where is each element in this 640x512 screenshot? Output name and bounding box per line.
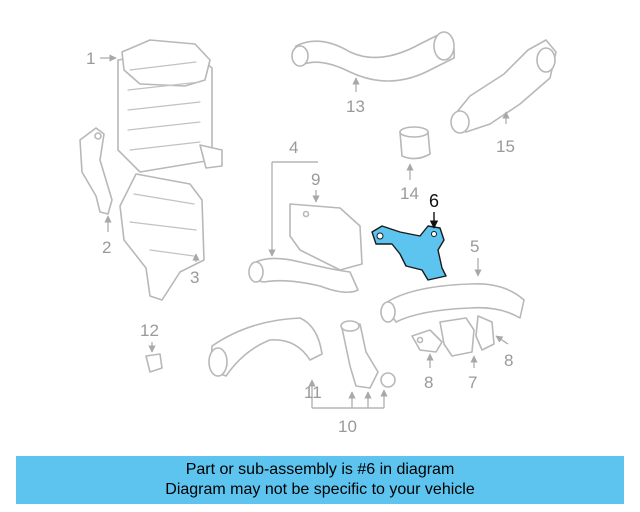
clamp-bracket-part-8b xyxy=(475,315,495,351)
lower-hose-part-4 xyxy=(248,257,359,294)
intercooler-part xyxy=(117,39,223,173)
callout-2: 2 xyxy=(102,238,111,257)
callout-10: 10 xyxy=(338,417,357,436)
callout-5: 5 xyxy=(470,237,479,256)
callout-15: 15 xyxy=(496,137,515,156)
upper-hose-part-13 xyxy=(291,31,456,82)
callout-9: 9 xyxy=(311,170,320,189)
hose-part-5 xyxy=(380,283,525,323)
heat-shield-part-9 xyxy=(289,203,363,271)
callout-11: 11 xyxy=(304,383,322,402)
angled-hose-part-15 xyxy=(450,39,557,134)
callout-6: 6 xyxy=(429,191,439,211)
callout-1: 1 xyxy=(86,49,95,68)
callout-14: 14 xyxy=(400,184,419,203)
banner-line-2: Diagram may not be specific to your vehi… xyxy=(165,481,475,498)
callout-3: 3 xyxy=(190,268,199,287)
clamp-bracket-part-8a xyxy=(411,329,443,353)
parts-diagram: 1 2 3 13 15 14 4 xyxy=(79,31,557,436)
callout-8-left: 8 xyxy=(424,373,433,392)
callout-8-right: 8 xyxy=(504,351,513,370)
info-banner: Part or sub-assembly is #6 in diagram Di… xyxy=(16,456,624,504)
sensor-part-12 xyxy=(145,353,163,373)
pipe-assembly-part-10 xyxy=(340,320,396,389)
bracket-part-2 xyxy=(79,127,113,215)
callout-7: 7 xyxy=(468,373,477,392)
banner-line-1: Part or sub-assembly is #6 in diagram xyxy=(185,461,455,478)
highlighted-bracket-part-6[interactable] xyxy=(371,225,447,281)
hose-part-11 xyxy=(208,317,323,377)
callout-12: 12 xyxy=(140,321,159,340)
coupling-part-14 xyxy=(399,126,431,160)
callout-13: 13 xyxy=(346,97,365,116)
bracket-part-7 xyxy=(439,317,475,357)
callout-4: 4 xyxy=(289,138,298,157)
air-duct-housing-part xyxy=(119,173,205,301)
